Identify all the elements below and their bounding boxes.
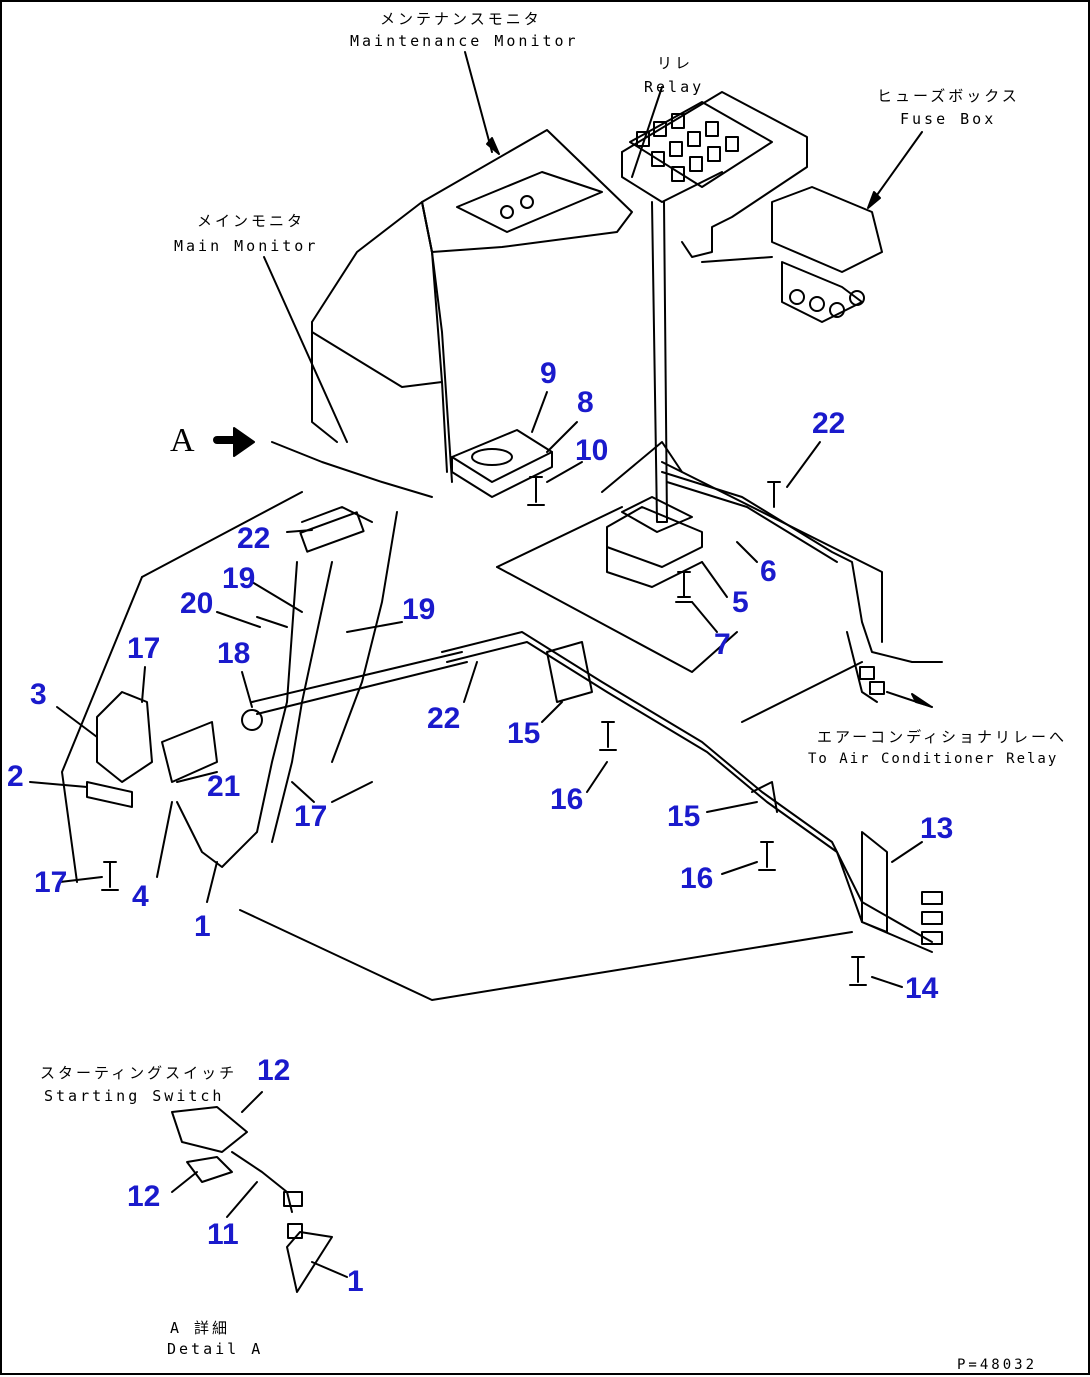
starting-switch-en-label: Starting Switch bbox=[44, 1087, 225, 1105]
view-marker-a: A bbox=[170, 422, 195, 459]
callout-10: 10 bbox=[575, 434, 609, 467]
bolt-10 bbox=[527, 476, 545, 506]
bolt-14 bbox=[849, 956, 867, 986]
fuse-box bbox=[771, 186, 883, 273]
bolt-16-lower bbox=[758, 841, 776, 871]
callout-19-left: 19 bbox=[222, 562, 256, 595]
maintenance-monitor-jp-label: メンテナンスモニタ bbox=[380, 10, 542, 28]
aircon-jp-label: エアーコンディショナリレーへ bbox=[817, 728, 1068, 746]
relay-board bbox=[621, 91, 808, 258]
harness-main bbox=[441, 631, 933, 943]
callout-22-right: 22 bbox=[812, 407, 846, 440]
starting-switch bbox=[171, 1106, 248, 1153]
callout-16-upper: 16 bbox=[550, 783, 584, 816]
callout-1-main: 1 bbox=[194, 910, 211, 943]
callout-21: 21 bbox=[207, 770, 241, 803]
harness-crossover bbox=[251, 651, 463, 703]
bracket-13 bbox=[861, 831, 888, 933]
callout-18: 18 bbox=[217, 637, 251, 670]
callout-15-upper: 15 bbox=[507, 717, 541, 750]
callout-9: 9 bbox=[540, 357, 557, 390]
main-monitor-jp-label: メインモニタ bbox=[197, 212, 306, 230]
callout-16-lower: 16 bbox=[680, 862, 714, 895]
callout-13: 13 bbox=[920, 812, 954, 845]
bolt-4 bbox=[101, 861, 119, 891]
callout-leaders bbox=[29, 391, 923, 1278]
bracket-2 bbox=[86, 781, 133, 808]
harness-aircon bbox=[661, 471, 943, 663]
relay-en-label: Relay bbox=[644, 78, 705, 96]
component-20 bbox=[256, 616, 288, 628]
callout-17-bottom: 4 bbox=[132, 880, 149, 913]
harness-left-top bbox=[271, 441, 433, 498]
detail-en-label: Detail A bbox=[167, 1340, 264, 1358]
harness-detail bbox=[286, 1231, 333, 1293]
component-21 bbox=[161, 721, 218, 783]
harness-left-down bbox=[176, 561, 298, 868]
callout-3: 3 bbox=[30, 678, 47, 711]
harness-vertical bbox=[651, 201, 668, 523]
detail-jp-label: A 詳細 bbox=[170, 1319, 231, 1337]
component-3 bbox=[96, 691, 153, 783]
callout-12-top: 12 bbox=[257, 1054, 291, 1087]
leader-main-monitor bbox=[263, 256, 348, 443]
callout-8: 8 bbox=[577, 386, 594, 419]
bracket-center bbox=[606, 506, 703, 568]
floor-edge bbox=[661, 461, 883, 643]
aircon-en-label: To Air Conditioner Relay bbox=[808, 751, 1059, 767]
leader-maintenance-monitor bbox=[464, 51, 493, 153]
floor-outline bbox=[239, 909, 853, 1001]
callout-14: 14 bbox=[905, 972, 939, 1005]
callout-22-center: 22 bbox=[427, 702, 461, 735]
callout-22-left: 22 bbox=[237, 522, 271, 555]
bolt-22-right bbox=[767, 481, 781, 508]
callout-17-right: 17 bbox=[294, 800, 328, 833]
callout-19-right: 19 bbox=[402, 593, 436, 626]
component-18 bbox=[241, 709, 263, 731]
callout-5: 5 bbox=[732, 586, 749, 619]
callout-11: 11 bbox=[207, 1218, 239, 1251]
callout-4: 17 bbox=[34, 866, 68, 899]
relay-jp-label: リレ bbox=[657, 54, 694, 72]
callout-17-top: 17 bbox=[127, 632, 161, 665]
callout-12-bottom: 12 bbox=[127, 1180, 161, 1213]
fuse-box-jp-label: ヒューズボックス bbox=[877, 87, 1020, 105]
starting-switch-jp-label: スターティングスイッチ bbox=[40, 1064, 238, 1082]
callout-1-detail: 1 bbox=[347, 1265, 364, 1298]
clamp-15-lower bbox=[751, 781, 778, 813]
bolt-7 bbox=[675, 571, 693, 603]
callout-7: 7 bbox=[714, 628, 731, 661]
bolt-16-upper bbox=[599, 721, 617, 751]
fuse-box-en-label: Fuse Box bbox=[900, 110, 997, 128]
clamp-15-upper bbox=[546, 641, 593, 703]
drawing-code: P=48032 bbox=[957, 1357, 1038, 1373]
callout-15-lower: 15 bbox=[667, 800, 701, 833]
callout-2: 2 bbox=[7, 760, 24, 793]
callout-6: 6 bbox=[760, 555, 777, 588]
main-monitor-en-label: Main Monitor bbox=[174, 237, 319, 255]
maintenance-monitor-en-label: Maintenance Monitor bbox=[350, 32, 579, 50]
callout-20: 20 bbox=[180, 587, 214, 620]
main-monitor-body bbox=[311, 201, 448, 473]
